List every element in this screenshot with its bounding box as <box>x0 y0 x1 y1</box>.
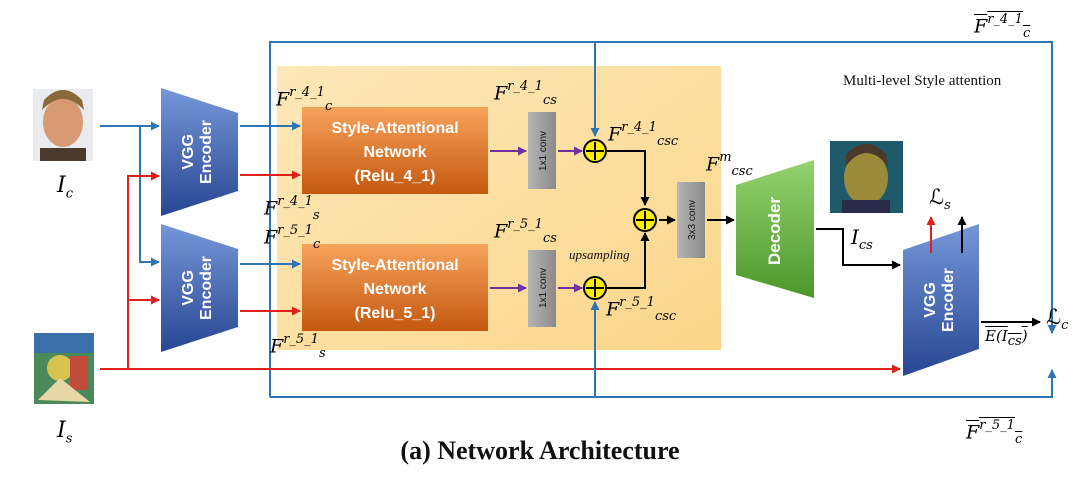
multilevel-frame <box>269 41 1057 397</box>
decoder-block <box>736 160 814 298</box>
content-loss-label: ℒc <box>1046 305 1069 334</box>
conv3x3-label: 3x3 conv <box>687 200 698 240</box>
feature-fc51-bar: Fr_5_1c <box>966 418 1023 448</box>
output-label: Ics <box>851 225 873 253</box>
feature-fc51: Fr_5_1c <box>264 223 321 253</box>
feature-fcsc41: Fr_4_1csc <box>608 120 679 150</box>
san-box-relu5 <box>302 244 488 331</box>
feature-fcs41: Fr_4_1cs <box>494 79 557 109</box>
vgg-encoder-bottom-label: VGGEncoder <box>180 256 215 320</box>
vgg-encoder-bottom <box>161 224 238 352</box>
conv1x1-bottom <box>528 250 556 327</box>
feature-fc41: Fr_4_1c <box>276 85 333 115</box>
vgg-encoder-top <box>161 88 238 216</box>
vgg-encoder-loss <box>903 224 979 376</box>
sum-node-merge <box>633 208 657 232</box>
upsampling-label: upsampling <box>569 247 630 262</box>
sum-node-bottom <box>583 276 607 300</box>
conv3x3 <box>677 182 705 258</box>
style-loss-label: ℒs <box>929 185 951 214</box>
input-style-label: Is <box>57 418 73 447</box>
feature-fc41-bar: Fr_4_1c <box>974 12 1031 42</box>
decoder-label: Decoder <box>765 197 784 265</box>
eics-label: E(Ics) <box>985 327 1028 349</box>
san-box-relu4 <box>302 107 488 194</box>
figure-caption: (a) Network Architecture <box>400 436 680 465</box>
feature-fcscm: Fmcsc <box>706 150 753 180</box>
feature-fcsc51: Fr_5_1csc <box>606 295 677 325</box>
content-image <box>33 89 93 161</box>
vgg-encoder-loss-label: VGGEncoder <box>922 268 957 332</box>
multilevel-frame-bottom <box>270 369 1057 398</box>
conv1x1-top <box>528 112 556 189</box>
style-image <box>34 333 94 404</box>
conv1x1-bottom-label: 1x1 conv <box>538 268 549 308</box>
vgg-encoder-top-label: VGGEncoder <box>180 120 215 184</box>
feature-fs41: Fr_4_1s <box>264 194 320 224</box>
input-content-label: Ic <box>57 173 73 202</box>
feature-fcs51: Fr_5_1cs <box>494 217 557 247</box>
conv1x1-top-label: 1x1 conv <box>538 131 549 171</box>
feature-fs51: Fr_5_1s <box>270 332 326 362</box>
multilevel-label: Multi-level Style attention <box>843 73 1002 89</box>
sum-node-top <box>583 139 607 163</box>
output-image <box>830 141 903 213</box>
